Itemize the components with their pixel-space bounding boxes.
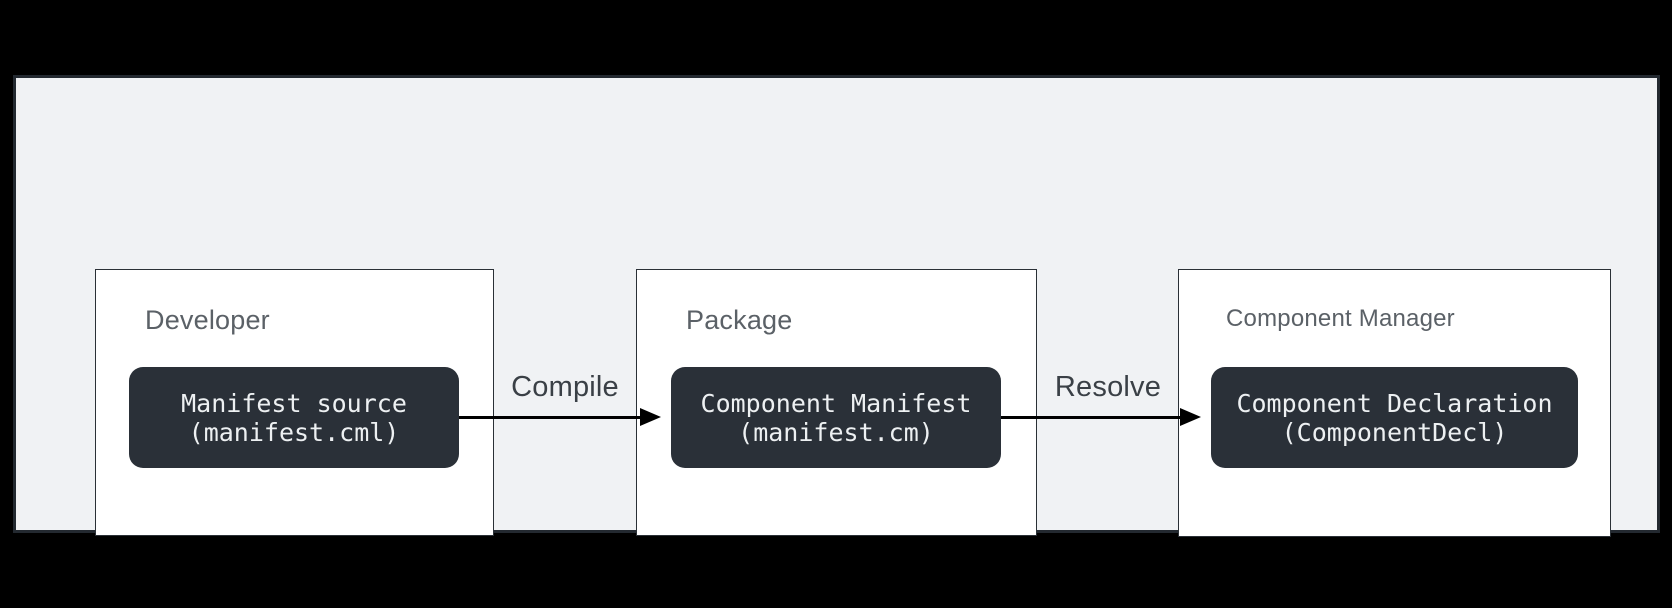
edge-resolve-arrowhead-icon bbox=[1180, 408, 1201, 426]
artifact-component-manifest-line1: Component Manifest bbox=[700, 388, 972, 418]
node-package-title: Package bbox=[686, 305, 793, 335]
node-component-manager: Component Manager Component Declaration … bbox=[1178, 269, 1611, 537]
node-package: Package Component Manifest (manifest.cm) bbox=[636, 269, 1037, 536]
edge-compile-line bbox=[459, 416, 641, 419]
artifact-manifest-source-line2: (manifest.cml) bbox=[188, 417, 400, 447]
artifact-manifest-source-line1: Manifest source bbox=[181, 388, 407, 418]
edge-compile-arrowhead-icon bbox=[640, 408, 661, 426]
edge-compile-label: Compile bbox=[511, 371, 619, 403]
edge-resolve-line bbox=[1001, 416, 1181, 419]
artifact-component-manifest: Component Manifest (manifest.cm) bbox=[671, 367, 1001, 468]
artifact-component-declaration-line2: (ComponentDecl) bbox=[1281, 417, 1508, 447]
artifact-manifest-source: Manifest source (manifest.cml) bbox=[129, 367, 459, 468]
node-component-manager-title: Component Manager bbox=[1226, 305, 1455, 332]
node-developer: Developer Manifest source (manifest.cml) bbox=[95, 269, 494, 536]
artifact-component-declaration: Component Declaration (ComponentDecl) bbox=[1211, 367, 1578, 468]
artifact-component-manifest-line2: (manifest.cm) bbox=[738, 417, 934, 447]
edge-resolve-label: Resolve bbox=[1054, 371, 1162, 403]
diagram-panel: Developer Manifest source (manifest.cml)… bbox=[13, 75, 1660, 537]
artifact-component-declaration-line1: Component Declaration bbox=[1236, 388, 1553, 418]
node-developer-title: Developer bbox=[145, 305, 270, 335]
